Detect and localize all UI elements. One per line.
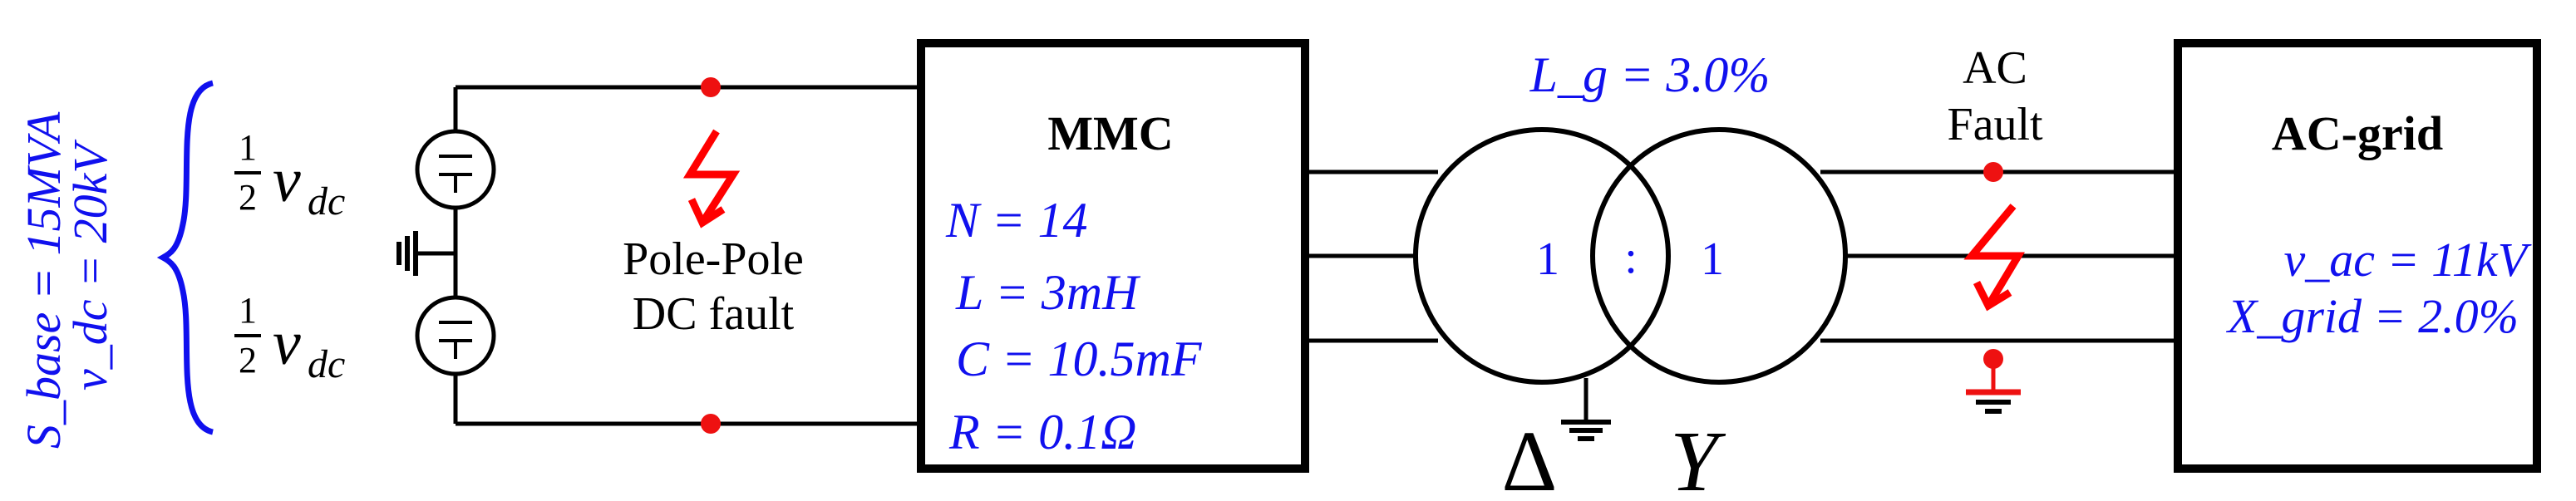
lower-vdc-text: v: [273, 308, 301, 378]
transformer-delta-symbol: Δ: [1502, 414, 1558, 501]
mmc-param-c: C = 10.5mF: [956, 332, 1203, 386]
dc-fault-label-line1: Pole-Pole: [623, 233, 804, 285]
svg-text:dc: dc: [308, 342, 345, 386]
ac-grid-xgrid: X_grid = 2.0%: [2226, 289, 2519, 343]
svg-text:2: 2: [239, 177, 257, 218]
s-base-label: S_base = 15MVA: [17, 111, 71, 449]
base-values: S_base = 15MVA v_dc = 20kV: [17, 80, 214, 449]
ac-fault-node: [1983, 162, 2003, 182]
dc-fault-label-line2: DC fault: [633, 288, 795, 340]
ac-grid-title: AC-grid: [2272, 106, 2443, 160]
ac-grid-vac: v_ac = 11kV: [2284, 233, 2533, 287]
mmc-title: MMC: [1047, 106, 1173, 160]
transformer-lg-label: L_g = 3.0%: [1529, 47, 1771, 102]
ac-fault-ground-icon: [1966, 359, 2021, 414]
transformer-neutral-ground-icon: [1561, 378, 1611, 441]
upper-vdc-text: v: [273, 145, 301, 215]
transformer-wye-symbol: Y: [1670, 414, 1726, 501]
lower-half-vdc-label: 1 2 v dc: [234, 290, 345, 386]
transformer-ratio-right: 1: [1701, 233, 1724, 285]
transformer-ratio-left: 1: [1536, 233, 1559, 285]
svg-text:1: 1: [239, 290, 257, 331]
mmc-param-l: L = 3mH: [955, 265, 1141, 320]
dc-fault-node-bottom: [701, 414, 721, 434]
dc-fault-node-top: [701, 77, 721, 97]
upper-dc-source-icon: [415, 129, 496, 210]
mmc-param-n: N = 14: [945, 193, 1088, 248]
lower-dc-source-icon: [415, 295, 496, 376]
brace-icon: [156, 80, 214, 435]
mmc-param-r: R = 0.1Ω: [948, 405, 1137, 459]
ac-fault-lightning-icon: [1963, 204, 2025, 312]
svg-text:1: 1: [239, 127, 257, 168]
ac-grid-box: [2174, 39, 2541, 473]
svg-text:2: 2: [239, 340, 257, 381]
v-dc-label: v_dc = 20kV: [63, 139, 117, 390]
dc-midpoint-ground-icon: [396, 231, 456, 276]
upper-half-vdc-label: 1 2 v dc: [234, 127, 345, 223]
transformer-ratio-sep: :: [1624, 232, 1638, 283]
ac-fault-label-line1: AC: [1963, 42, 2027, 94]
ac-fault-label-line2: Fault: [1947, 99, 2043, 150]
dc-fault-lightning-icon: [682, 129, 741, 228]
svg-text:dc: dc: [308, 179, 345, 223]
mmc-box: [917, 39, 1309, 473]
dc-source: 1 2 v dc 1 2 v dc: [234, 87, 496, 424]
